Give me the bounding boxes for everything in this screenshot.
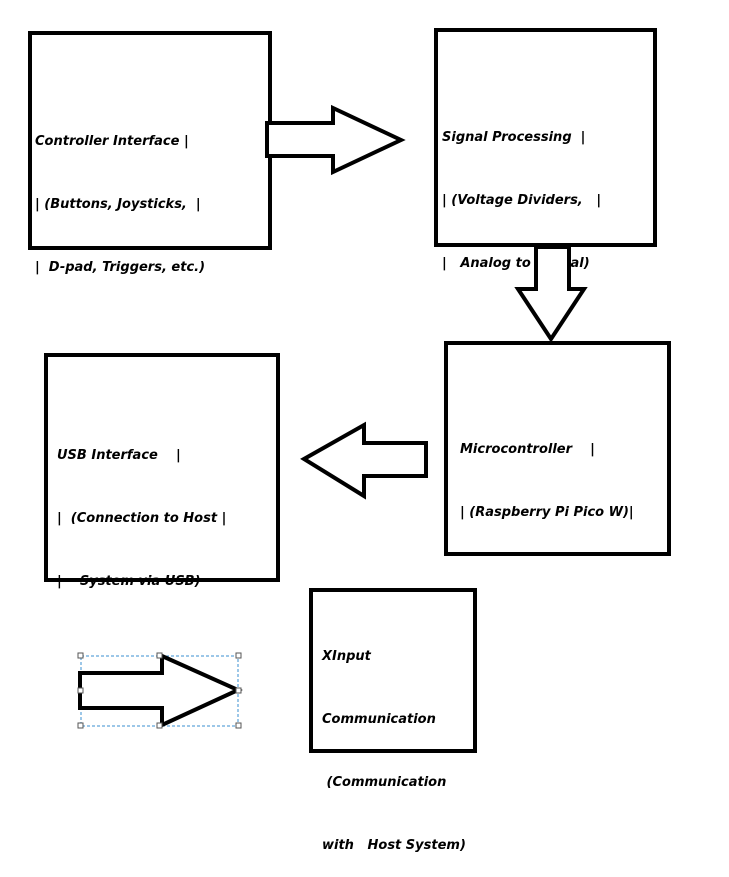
- resize-handle-middle-left[interactable]: [77, 687, 84, 694]
- controller-interface-block: [28, 31, 272, 250]
- xinput-line-1: XInput: [322, 649, 371, 664]
- usb-interface-block: [44, 353, 280, 582]
- signal-processing-label: Signal Processing | | (Voltage Dividers,…: [442, 85, 601, 295]
- xinput-communication-block: [309, 588, 477, 753]
- controller-interface-label: Controller Interface | | (Buttons, Joyst…: [35, 89, 205, 299]
- microcontroller-block: [444, 341, 671, 556]
- usb-line-3: | System via USB): [57, 574, 201, 589]
- arrow-right-icon: [265, 104, 406, 176]
- xinput-line-4: with Host System): [322, 838, 466, 853]
- resize-handle-top-left[interactable]: [77, 652, 84, 659]
- usb-line-2: | (Connection to Host |: [57, 511, 227, 526]
- resize-handle-top-right[interactable]: [235, 652, 242, 659]
- signal-line-1: Signal Processing |: [442, 130, 586, 145]
- resize-handle-middle-right[interactable]: [235, 687, 242, 694]
- signal-line-2: | (Voltage Dividers, |: [442, 193, 602, 208]
- microcontroller-label: Microcontroller | | (Raspberry Pi Pico W…: [460, 397, 634, 544]
- micro-line-1: Microcontroller |: [460, 442, 595, 457]
- arrow-down-icon: [514, 245, 588, 343]
- arrow-right-selected-icon: [78, 652, 243, 729]
- controller-line-3: | D-pad, Triggers, etc.): [35, 260, 206, 275]
- selected-arrow[interactable]: [77, 652, 243, 729]
- resize-handle-top-middle[interactable]: [156, 652, 163, 659]
- xinput-line-3: (Communication: [322, 775, 447, 790]
- controller-line-2: | (Buttons, Joysticks, |: [35, 197, 201, 212]
- xinput-line-2: Communication: [322, 712, 436, 727]
- micro-line-2: | (Raspberry Pi Pico W)|: [460, 505, 634, 520]
- usb-interface-label: USB Interface | | (Connection to Host | …: [57, 403, 226, 613]
- arrow-left-icon: [300, 421, 428, 500]
- arrow-layer: [77, 104, 588, 729]
- signal-processing-block: [434, 28, 657, 247]
- resize-handle-bottom-left[interactable]: [77, 722, 84, 729]
- controller-line-1: Controller Interface |: [35, 134, 189, 149]
- usb-line-1: USB Interface |: [57, 448, 181, 463]
- resize-handle-bottom-middle[interactable]: [156, 722, 163, 729]
- resize-handle-bottom-right[interactable]: [235, 722, 242, 729]
